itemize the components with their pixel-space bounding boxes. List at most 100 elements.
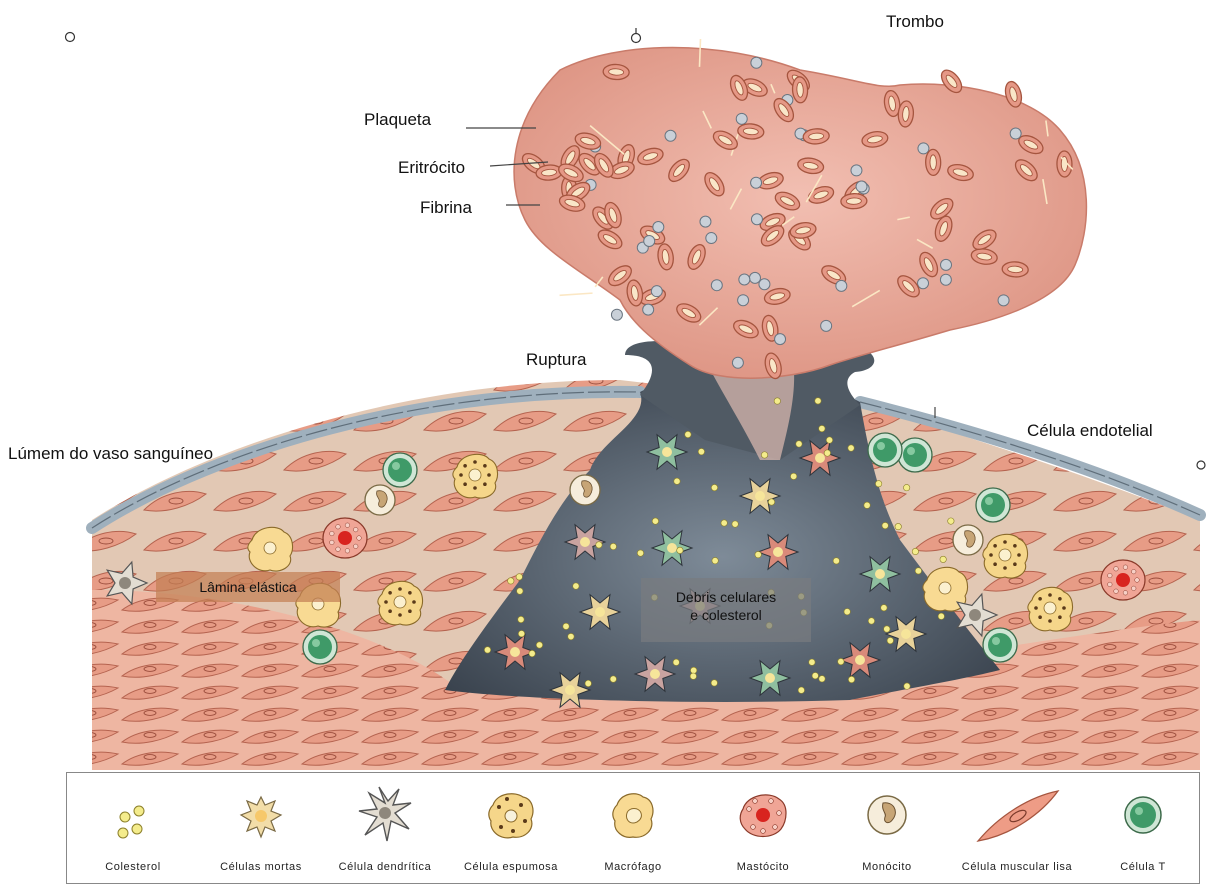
- label-plaqueta: Plaqueta: [364, 110, 431, 130]
- cholesterol-crystal: [864, 502, 870, 508]
- cholesterol-crystal: [915, 568, 921, 574]
- legend-label: Célula muscular lisa: [957, 861, 1077, 873]
- cholesterol-crystal: [610, 543, 616, 549]
- cholesterol-crystal: [948, 518, 954, 524]
- cholesterol-crystal: [904, 683, 910, 689]
- cholesterol-crystal: [809, 659, 815, 665]
- platelet: [751, 57, 762, 68]
- cholesterol-crystal: [568, 633, 574, 639]
- legend-label: Mastócito: [703, 861, 823, 873]
- cholesterol-crystal: [940, 556, 946, 562]
- cholesterol-crystal: [596, 542, 602, 548]
- cholesterol-crystal: [938, 613, 944, 619]
- mast-cell: [323, 518, 367, 558]
- erythrocyte: [841, 193, 868, 209]
- cholesterol-crystal: [690, 667, 696, 673]
- cholesterol-crystal: [673, 659, 679, 665]
- cholesterol-crystal: [895, 523, 901, 529]
- monocyte: [570, 475, 600, 505]
- cholesterol-crystal: [903, 484, 909, 490]
- platelet: [851, 165, 862, 176]
- cholesterol-crystal: [881, 605, 887, 611]
- label-lamina-elastica: Lâmina elástica: [156, 572, 340, 602]
- legend-label: Célula espumosa: [451, 861, 571, 873]
- cholesterol-crystal: [812, 673, 818, 679]
- cholesterol-crystal: [838, 658, 844, 664]
- platelet: [856, 181, 867, 192]
- cholesterol-crystal: [585, 680, 591, 686]
- foam-cell: [378, 581, 423, 625]
- cholesterol-crystal: [833, 558, 839, 564]
- legend-item-monocito: Monócito: [827, 773, 947, 883]
- foam-cell: [1028, 587, 1073, 631]
- macrophage-icon: [603, 783, 663, 853]
- cholesterol-crystal: [652, 518, 658, 524]
- cholesterol-crystal: [848, 676, 854, 682]
- cholesterol-crystal: [536, 642, 542, 648]
- legend-label: Células mortas: [201, 861, 321, 873]
- label-ruptura: Ruptura: [526, 350, 586, 370]
- legend-item-celula-espumosa: Célula espumosa: [451, 773, 571, 883]
- cholesterol-crystal: [912, 548, 918, 554]
- cholesterol-crystal: [798, 687, 804, 693]
- cholesterol-crystal: [868, 618, 874, 624]
- fibrin-strand: [560, 293, 593, 295]
- cholesterol-crystal: [711, 680, 717, 686]
- platelet: [653, 222, 664, 233]
- platelet: [700, 216, 711, 227]
- platelet: [732, 357, 743, 368]
- cholesterol-crystal: [518, 616, 524, 622]
- erythrocyte: [1057, 151, 1072, 177]
- cholesterol-crystal: [690, 673, 696, 679]
- t-cell-icon: [1113, 783, 1173, 853]
- platelet: [941, 259, 952, 270]
- macrophage: [248, 527, 293, 571]
- cholesterol-crystal: [848, 445, 854, 451]
- legend-item-celula-dendritica: Célula dendrítica: [325, 773, 445, 883]
- platelet: [739, 274, 750, 285]
- cholesterol-crystal: [517, 588, 523, 594]
- monocyte: [953, 525, 983, 555]
- cholesterol-crystal: [819, 676, 825, 682]
- cholesterol-crystal: [768, 499, 774, 505]
- foam-cell: [453, 454, 498, 498]
- platelet: [998, 295, 1009, 306]
- cholesterol-crystal: [761, 452, 767, 458]
- cholesterol-crystal: [824, 450, 830, 456]
- cholesterol-crystal: [732, 521, 738, 527]
- label-debris-celulares: Debris celulares e colesterol: [641, 578, 811, 642]
- legend-item-colesterol: Colesterol: [73, 773, 193, 883]
- cholesterol-crystal: [711, 484, 717, 490]
- legend-label: Célula T: [1083, 861, 1203, 873]
- label-trombo: Trombo: [886, 12, 944, 32]
- cholesterol-crystal: [637, 550, 643, 556]
- platelet: [711, 280, 722, 291]
- platelet: [611, 309, 622, 320]
- label-lumen: Lúmem do vaso sanguíneo: [8, 444, 213, 464]
- cholesterol-crystal: [529, 650, 535, 656]
- cholesterol-crystal: [712, 557, 718, 563]
- smooth-muscle-cell-icon: [972, 783, 1062, 853]
- label-celula-endotelial: Célula endotelial: [1027, 421, 1153, 441]
- platelet: [738, 295, 749, 306]
- platelet: [749, 272, 760, 283]
- cholesterol-crystal: [573, 583, 579, 589]
- cholesterol-crystal: [484, 647, 490, 653]
- legend-item-mastocito: Mastócito: [703, 773, 823, 883]
- cholesterol-crystal: [875, 481, 881, 487]
- fibrin-strand: [699, 39, 700, 67]
- legend-item-celulas-mortas: Células mortas: [201, 773, 321, 883]
- monocyte: [365, 485, 395, 515]
- platelet: [651, 286, 662, 297]
- mast-cell-icon: [733, 783, 793, 853]
- monocyte-icon: [857, 783, 917, 853]
- cholesterol-crystal: [508, 578, 514, 584]
- platelet: [1010, 128, 1021, 139]
- cholesterol-crystal: [677, 547, 683, 553]
- vessel-lower-muscle: [92, 690, 1200, 770]
- dendritic-cell-icon: [355, 783, 415, 853]
- cholesterol-crystal: [610, 676, 616, 682]
- legend-panel: Colesterol Células mortas Célula dendrít…: [66, 772, 1200, 884]
- cholesterol-crystal: [819, 425, 825, 431]
- platelet: [706, 233, 717, 244]
